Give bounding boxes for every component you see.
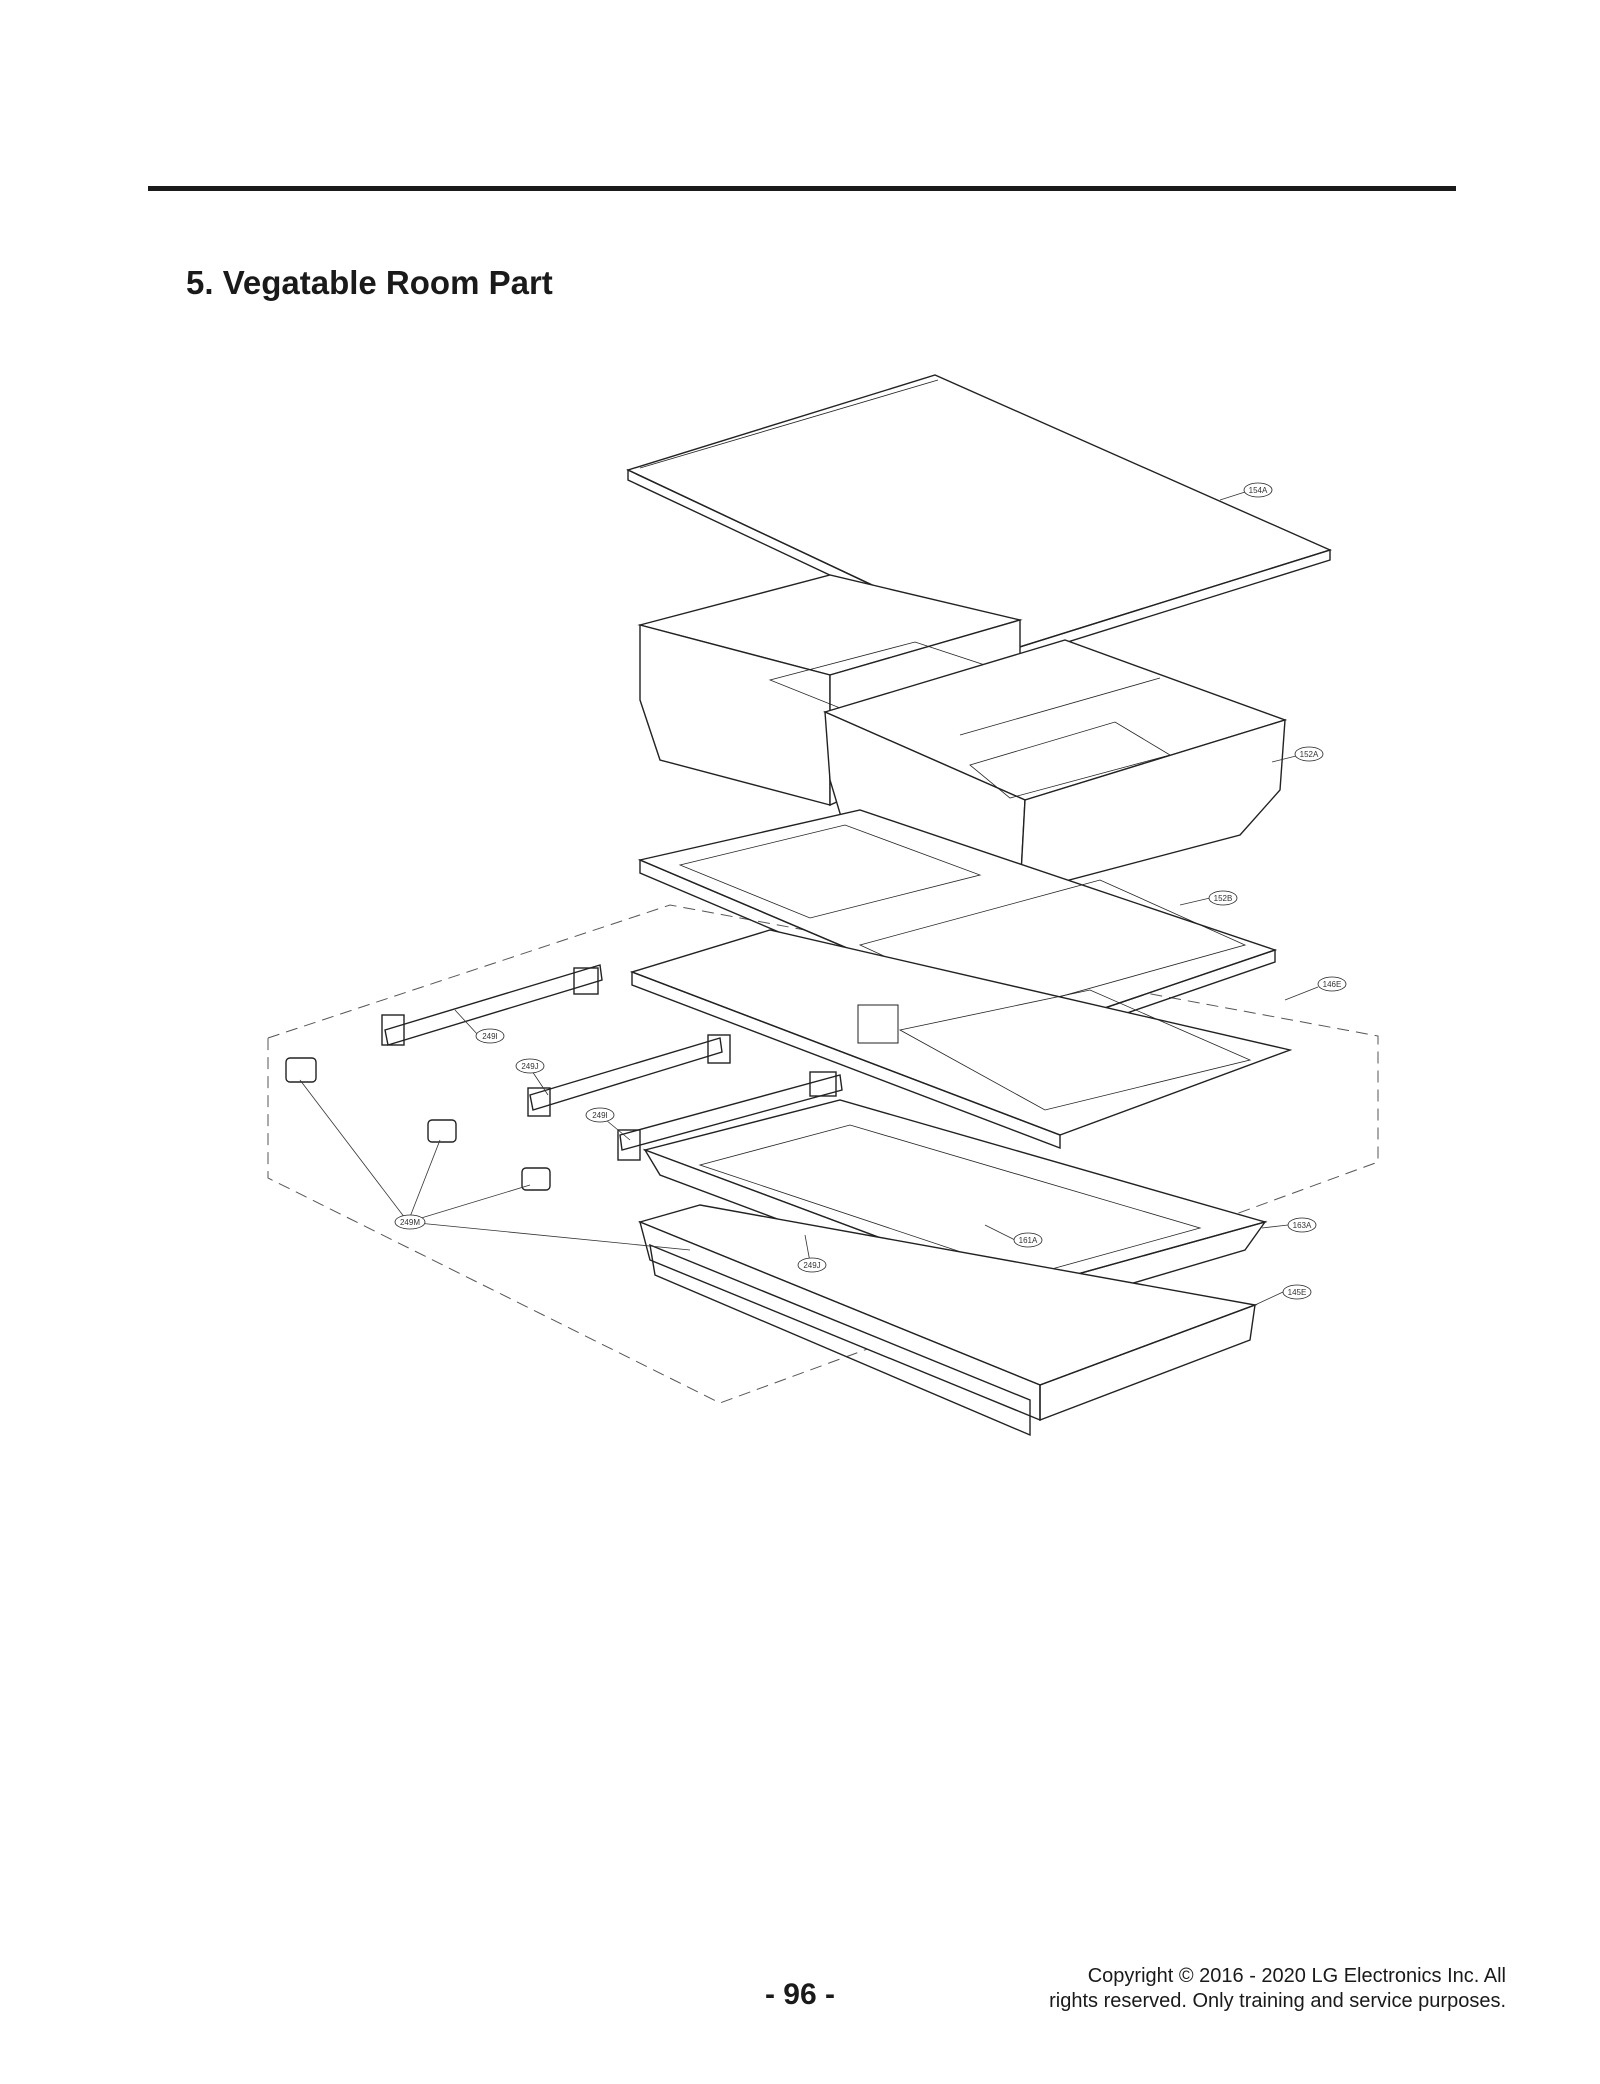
section-title: 5. Vegatable Room Part <box>186 264 553 301</box>
slide-rail-249i-right <box>617 1071 843 1161</box>
copyright-line-2: rights reserved. Only training and servi… <box>1049 1990 1506 2012</box>
callout-249m: 249M <box>394 1214 426 1230</box>
callout-163a: 163A <box>1287 1217 1317 1233</box>
svg-text:146E: 146E <box>1323 980 1342 989</box>
svg-text:249J: 249J <box>803 1261 820 1270</box>
svg-text:249I: 249I <box>592 1111 608 1120</box>
crisper-right-152a <box>822 639 1288 894</box>
drawer-base-145e <box>637 1204 1258 1437</box>
svg-text:145E: 145E <box>1288 1288 1307 1297</box>
svg-text:249M: 249M <box>400 1218 420 1227</box>
assembly-boundary <box>267 904 1379 1404</box>
callout-161a: 161A <box>1013 1232 1043 1248</box>
copyright-notice: Copyright © 2016 - 2020 LG Electronics I… <box>866 1964 1506 2014</box>
svg-text:163A: 163A <box>1293 1221 1312 1230</box>
callout-145e: 145E <box>1282 1284 1312 1300</box>
page-number: - 96 - <box>764 1978 836 2011</box>
svg-text:161A: 161A <box>1019 1236 1038 1245</box>
callout-249i-b: 249I <box>585 1107 615 1123</box>
callout-152b: 152B <box>1208 890 1238 906</box>
slide-rail-249j-left <box>527 1034 731 1117</box>
callout-146e: 146E <box>1317 976 1347 992</box>
callout-249j-b: 249J <box>797 1257 827 1273</box>
callout-154a: 154A <box>1243 482 1273 498</box>
callout-249i-a: 249I <box>475 1028 505 1044</box>
slide-rail-249i-left <box>381 964 603 1046</box>
svg-text:154A: 154A <box>1249 486 1268 495</box>
frame-146e <box>629 929 1293 1150</box>
crisper-left-152a <box>637 574 1023 807</box>
svg-text:249I: 249I <box>482 1032 498 1041</box>
svg-text:152B: 152B <box>1214 894 1233 903</box>
svg-text:249J: 249J <box>521 1062 538 1071</box>
callout-152a: 152A <box>1294 746 1324 762</box>
svg-text:152A: 152A <box>1300 750 1319 759</box>
copyright-line-1: Copyright © 2016 - 2020 LG Electronics I… <box>1087 1965 1506 1987</box>
callout-249j-a: 249J <box>515 1058 545 1074</box>
top-rule <box>148 186 1456 191</box>
